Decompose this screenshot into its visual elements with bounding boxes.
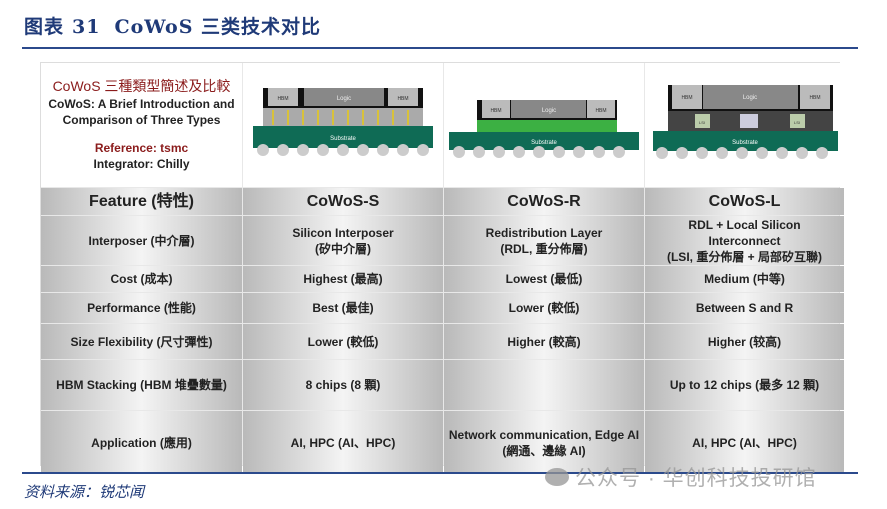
figure-title: 图表 31 CoWoS 三类技术对比 [24, 12, 321, 39]
header-cowos-r: CoWoS-R [444, 188, 644, 215]
cell-line: AI, HPC (AI、HPC) [290, 435, 396, 450]
cell-line: (矽中介層) [314, 241, 371, 256]
figure-label: 图表 [24, 16, 65, 38]
feature-cell: HBM Stacking (HBM 堆疊數量) [41, 360, 242, 410]
header-feature: Feature (特性) [41, 188, 242, 215]
cell-line: Higher (较高) [707, 334, 782, 349]
cell-line: Network communication, Edge AI [448, 427, 640, 442]
svg-text:Logic: Logic [742, 95, 756, 101]
cowos-s-diagram: HBM Logic HBM Substrate [243, 63, 443, 187]
cell-line: (RDL, 重分佈層) [500, 241, 588, 256]
top-divider [22, 47, 858, 49]
cell-line: Silicon Interposer [292, 225, 394, 240]
value-cell-l: Up to 12 chips (最多 12 顆) [645, 360, 844, 410]
svg-text:Substrate: Substrate [531, 140, 557, 146]
value-cell-r [444, 360, 644, 410]
cell-line: Lower (較低) [508, 301, 580, 315]
intro-title-en-2: Comparison of Three Types [62, 113, 221, 127]
cell-line: Medium (中等) [704, 272, 785, 286]
value-cell-s: Best (最佳) [243, 293, 443, 323]
cell-line: Best (最佳) [312, 301, 374, 315]
feature-cell: Size Flexibility (尺寸彈性) [41, 324, 242, 359]
value-cell-r: Lowest (最低) [444, 266, 644, 292]
value-cell-r: Network communication, Edge AI(網通、邊緣 AI) [444, 411, 644, 474]
feature-cell: Interposer (中介層) [41, 216, 242, 265]
cell-line: 8 chips (8 顆) [305, 378, 381, 392]
cell-line: Highest (最高) [303, 272, 383, 286]
header-cowos-l: CoWoS-L [645, 188, 844, 215]
wechat-icon [545, 468, 569, 486]
value-cell-s: Lower (較低) [243, 324, 443, 359]
intro-title-zh: CoWoS 三種類型簡述及比較 [52, 78, 231, 94]
integrator: Integrator: Chilly [93, 157, 190, 171]
svg-text:Substrate: Substrate [732, 140, 758, 146]
value-cell-r: Redistribution Layer(RDL, 重分佈層) [444, 216, 644, 265]
svg-text:HBM: HBM [490, 108, 501, 114]
figure-number: 31 [72, 16, 101, 38]
cell-line: Redistribution Layer [485, 225, 603, 240]
value-cell-r: Higher (較高) [444, 324, 644, 359]
figure-title-text: CoWoS 三类技术对比 [114, 16, 322, 38]
cell-line: RDL + Local Silicon [688, 217, 801, 232]
svg-text:Logic: Logic [542, 108, 556, 114]
feature-cell: Performance (性能) [41, 293, 242, 323]
cell-line: Interconnect [708, 233, 781, 248]
cell-line: Up to 12 chips (最多 12 顆) [669, 378, 820, 392]
watermark: 公众号 · 华创科技投研馆 [545, 462, 817, 492]
source-note: 资料来源：锐芯闻 [24, 483, 145, 501]
svg-text:HBM: HBM [595, 108, 606, 114]
bottom-divider [22, 472, 858, 474]
svg-text:Logic: Logic [337, 96, 351, 102]
value-cell-r: Lower (較低) [444, 293, 644, 323]
cell-line: Lowest (最低) [505, 272, 583, 286]
svg-text:HBM: HBM [809, 95, 820, 101]
cell-line: (LSI, 重分佈層 + 局部矽互聯) [666, 249, 822, 264]
svg-text:HBM: HBM [397, 96, 408, 102]
value-cell-l: AI, HPC (AI、HPC) [645, 411, 844, 474]
value-cell-l: Medium (中等) [645, 266, 844, 292]
feature-cell: Cost (成本) [41, 266, 242, 292]
cell-line: Higher (較高) [507, 334, 581, 349]
cell-line: (網通、邊緣 AI) [502, 443, 586, 458]
header-cowos-s: CoWoS-S [243, 188, 443, 215]
feature-cell: Application (應用) [41, 411, 242, 474]
value-cell-s: Highest (最高) [243, 266, 443, 292]
value-cell-l: Higher (较高) [645, 324, 844, 359]
cell-line: Lower (較低) [307, 334, 379, 349]
intro-title-en: CoWoS: A Brief Introduction and [48, 97, 235, 111]
svg-text:HBM: HBM [681, 95, 692, 101]
cell-line: AI, HPC (AI、HPC) [692, 435, 797, 450]
svg-text:LSI: LSI [698, 120, 704, 125]
cowos-r-diagram: HBM Logic HBM Substrate [444, 63, 644, 187]
value-cell-s: Silicon Interposer(矽中介層) [243, 216, 443, 265]
comparison-table: CoWoS 三種類型簡述及比較 CoWoS: A Brief Introduct… [40, 62, 844, 474]
value-cell-s: 8 chips (8 顆) [243, 360, 443, 410]
value-cell-l: Between S and R [645, 293, 844, 323]
intro-cell: CoWoS 三種類型簡述及比較 CoWoS: A Brief Introduct… [41, 63, 242, 187]
cell-line: Between S and R [695, 301, 794, 315]
svg-text:Substrate: Substrate [330, 136, 356, 142]
value-cell-s: AI, HPC (AI、HPC) [243, 411, 443, 474]
watermark-text: 公众号 · 华创科技投研馆 [575, 467, 817, 490]
cowos-l-diagram: HBM Logic HBM LSI LSI Substrate [645, 63, 844, 187]
svg-text:HBM: HBM [277, 96, 288, 102]
svg-text:LSI: LSI [793, 120, 799, 125]
reference: Reference: tsmc [94, 141, 189, 155]
